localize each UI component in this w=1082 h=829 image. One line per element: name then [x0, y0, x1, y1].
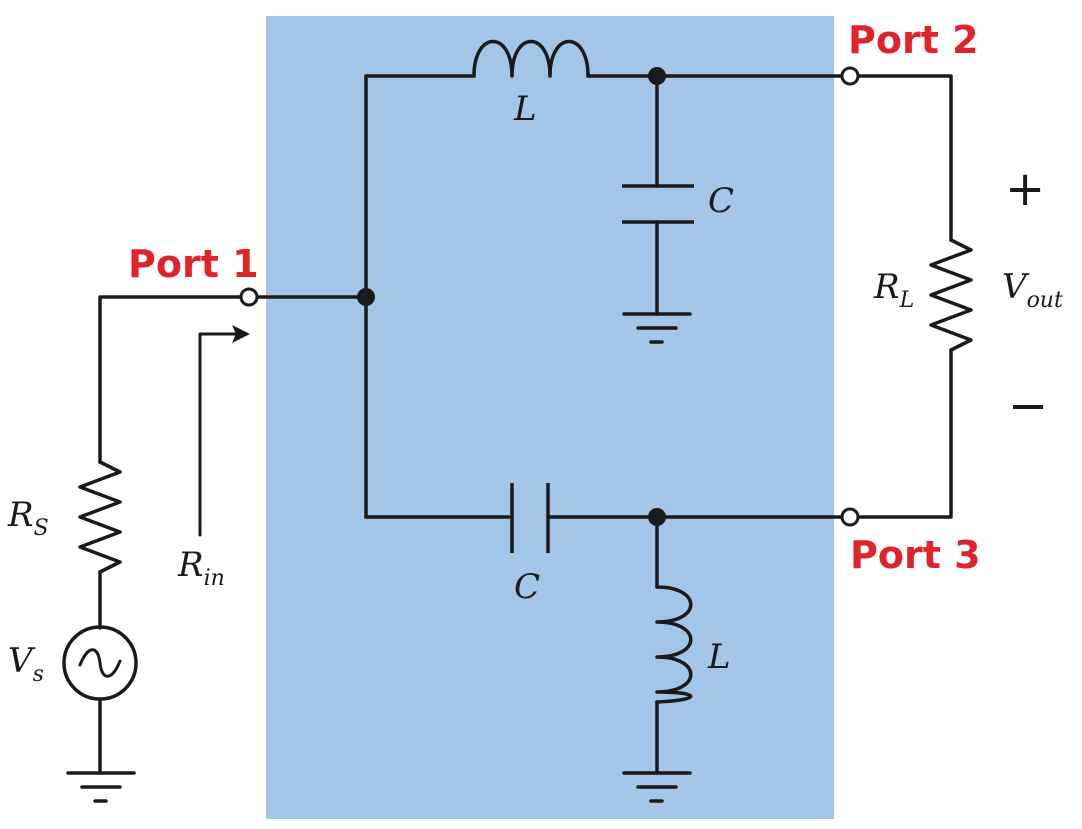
- port1-label: Port 1: [128, 242, 259, 286]
- shunt-inductor-symbol: [655, 585, 693, 704]
- ground-icon: [622, 312, 692, 344]
- source-resistor-symbol: [78, 460, 122, 574]
- sine-wave-icon: [78, 648, 122, 678]
- junction-dot: [648, 508, 666, 526]
- shunt-inductor-label: L: [707, 637, 731, 677]
- port3-terminal: [840, 507, 860, 527]
- series-inductor-symbol: [472, 39, 590, 78]
- source-branch: [62, 295, 243, 803]
- junction-dot: [648, 67, 666, 85]
- port3-label: Port 3: [850, 533, 981, 577]
- series-inductor-label: L: [513, 89, 537, 129]
- port2-label: Port 2: [848, 18, 979, 62]
- plus-sign: +: [1005, 161, 1045, 217]
- load-resistor-symbol: [929, 238, 973, 352]
- load-resistor-label: RL: [873, 267, 914, 313]
- ground-icon: [66, 771, 136, 803]
- junction-dot: [357, 288, 375, 306]
- voltage-source-label: Vs: [8, 641, 44, 687]
- input-resistance-label: Rin: [177, 545, 225, 591]
- source-resistor-label: RS: [7, 495, 49, 541]
- output-voltage-label: Vout: [1002, 267, 1063, 313]
- two-port-network-box: [266, 16, 834, 819]
- shunt-capacitor-label: C: [708, 181, 734, 221]
- series-capacitor-label: C: [514, 567, 540, 607]
- minus-sign: −: [1008, 378, 1048, 434]
- port2-terminal: [840, 66, 860, 86]
- ground-icon: [622, 771, 692, 803]
- input-resistance-arrow: [198, 325, 250, 537]
- port1-terminal: [239, 287, 259, 307]
